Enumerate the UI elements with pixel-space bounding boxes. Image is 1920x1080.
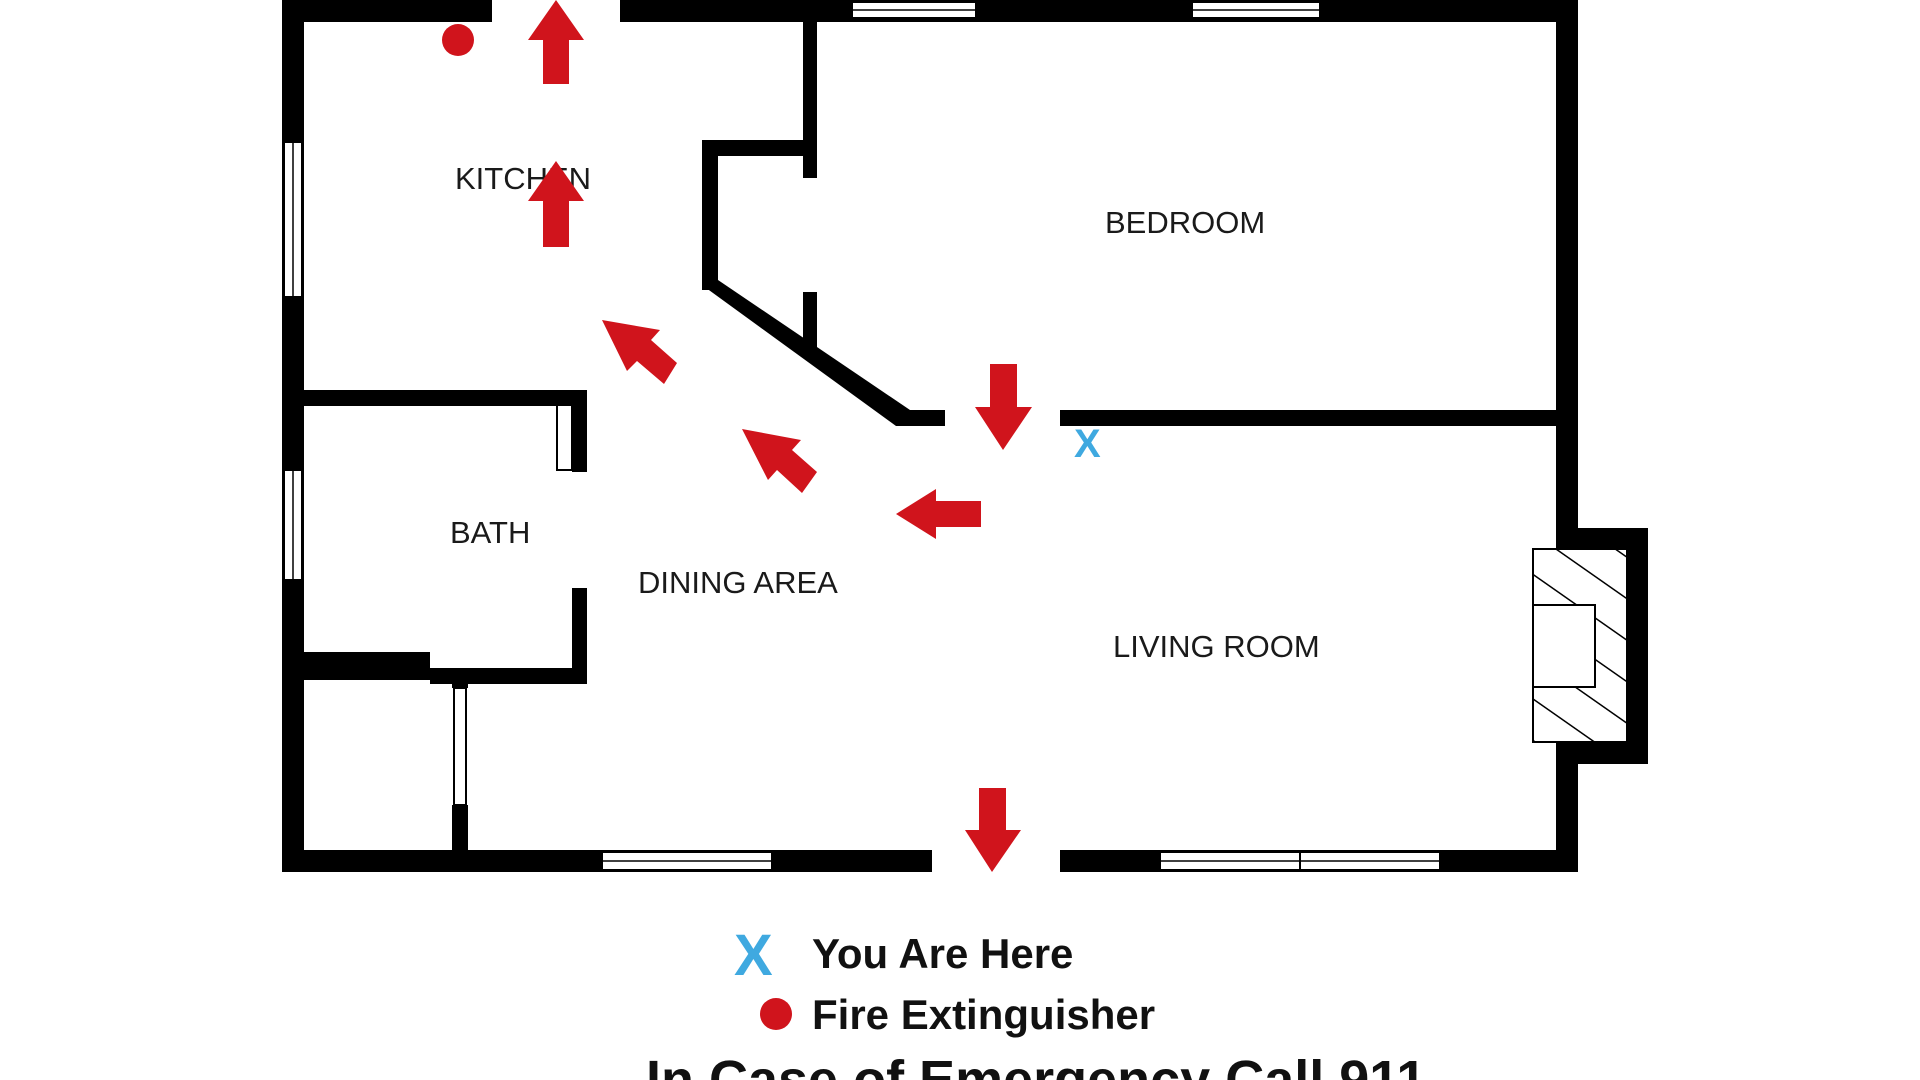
bath-door-jamb (556, 404, 573, 471)
fireplace-bottom (1556, 742, 1648, 764)
wall-bath-right-upper (572, 390, 587, 472)
room-label-bedroom: BEDROOM (1105, 205, 1265, 240)
arrow-icon (896, 489, 981, 539)
wall-bath-bottom-thick (282, 652, 430, 680)
emergency-notice: In Case of Emergency Call 911 (646, 1050, 1426, 1080)
wall-closet-left (702, 140, 718, 290)
wall-bath-top (282, 390, 587, 406)
legend-you-are-here: You Are Here (812, 930, 1073, 977)
walls (282, 0, 1648, 872)
exit-arrows (528, 0, 1032, 872)
fire-extinguisher-icon (442, 24, 474, 56)
wall-kitchen-bedroom (803, 18, 817, 178)
arrow-icon (975, 364, 1032, 450)
fireplace (1532, 548, 1628, 743)
wall-diagonal (702, 280, 910, 426)
arrow-icon (528, 0, 584, 84)
room-label-dining: DINING AREA (638, 565, 838, 600)
legend-fire-extinguisher: Fire Extinguisher (812, 991, 1155, 1038)
wall-bedroom-bottom-right (1060, 410, 1560, 426)
fireplace-right (1626, 528, 1648, 764)
closet-door-jamb (453, 687, 467, 806)
fireplace-hearth (1532, 604, 1596, 688)
wall-bath-bottom (430, 668, 587, 684)
fireplace-top (1556, 528, 1648, 550)
room-label-bath: BATH (450, 515, 530, 550)
wall-left (282, 0, 304, 872)
wall-right-upper (1556, 0, 1578, 535)
wall-top-left (282, 0, 492, 22)
wall-kitchen-bedroom-lower (803, 292, 817, 352)
arrow-icon (742, 429, 817, 493)
room-label-living: LIVING ROOM (1113, 629, 1320, 664)
wall-bath-right-lower (572, 588, 587, 684)
legend-x-marker-icon: X (734, 923, 773, 988)
wall-top-right (620, 0, 1578, 22)
wall-closet-divider-bottom (452, 805, 468, 855)
arrow-icon (602, 320, 677, 384)
wall-bedroom-bottom-left (900, 410, 945, 426)
wall-closet-top (702, 140, 817, 156)
legend-fire-extinguisher-icon (760, 998, 792, 1030)
windows (283, 1, 1441, 871)
arrow-icon (965, 788, 1021, 872)
x-marker-icon: X (1074, 422, 1101, 466)
legend: X You Are Here Fire Extinguisher (734, 923, 1155, 1038)
arrow-icon (528, 161, 584, 247)
wall-right-lower (1556, 755, 1578, 872)
wall-closet-divider-top (452, 668, 468, 688)
